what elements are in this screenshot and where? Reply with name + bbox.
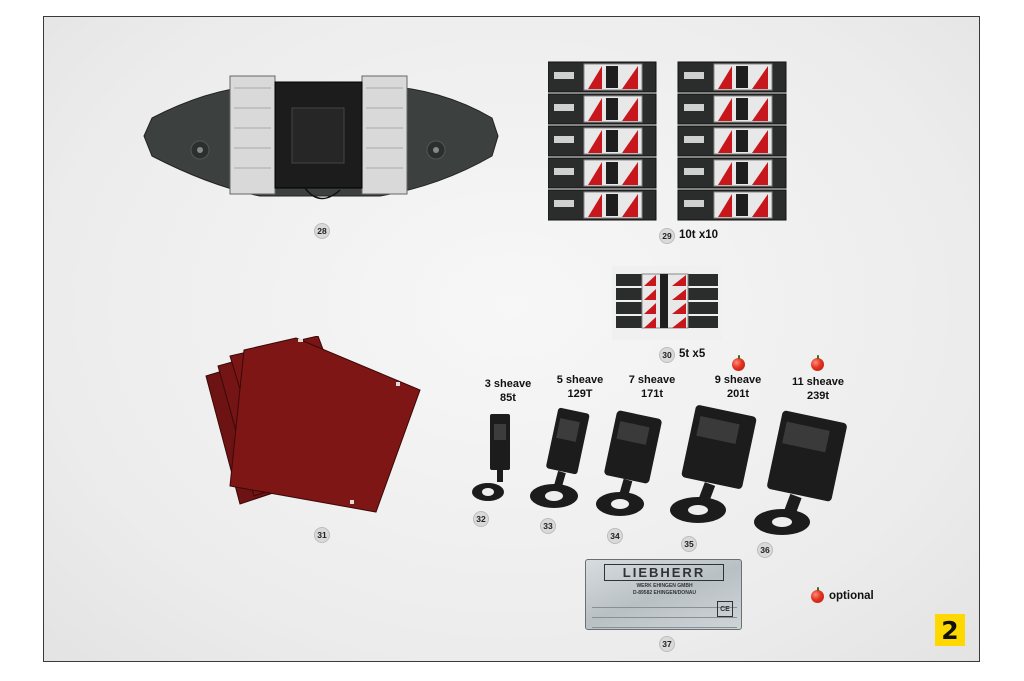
part-31-number: 31 xyxy=(314,527,330,543)
part-37-nameplate: LIEBHERR WERK EHINGEN GMBH D-89582 EHING… xyxy=(585,559,742,630)
part-36-number: 36 xyxy=(757,542,773,558)
hook-35-optional-apple-icon xyxy=(732,355,745,371)
part-34-hook-block xyxy=(596,410,662,516)
part-30-label: 5t x5 xyxy=(679,348,706,360)
part-30-number: 30 xyxy=(659,347,675,363)
part-32-hook-block xyxy=(472,414,510,501)
part-31-red-plates xyxy=(205,336,421,513)
optional-legend-apple-icon xyxy=(811,587,824,603)
part-32-number: 32 xyxy=(473,511,489,527)
part-34-number: 34 xyxy=(607,528,623,544)
part-36-hook-block xyxy=(754,410,847,535)
part-35-hook-block xyxy=(670,405,757,523)
part-35-number: 35 xyxy=(681,536,697,552)
nameplate-brand: LIEBHERR xyxy=(604,564,724,581)
nameplate-company: WERK EHINGEN GMBH xyxy=(636,583,693,589)
part-30-counterweights-5t xyxy=(612,266,722,340)
part-37-number: 37 xyxy=(659,636,675,652)
ce-mark-icon: CE xyxy=(717,601,733,617)
optional-legend-label: optional xyxy=(829,590,874,602)
part-29-label: 10t x10 xyxy=(679,229,719,241)
part-33-number: 33 xyxy=(540,518,556,534)
part-29-number: 29 xyxy=(659,228,675,244)
part-28-number: 28 xyxy=(314,223,330,239)
part-28-base-plate xyxy=(143,75,499,200)
page-number-badge: 2 xyxy=(935,614,965,646)
part-33-hook-block xyxy=(530,407,590,508)
part-29-counterweights-10t xyxy=(548,61,787,221)
nameplate-address: D-89582 EHINGEN/DONAU xyxy=(632,590,697,596)
hook-36-optional-apple-icon xyxy=(811,355,824,371)
nameplate-fields xyxy=(592,600,737,630)
